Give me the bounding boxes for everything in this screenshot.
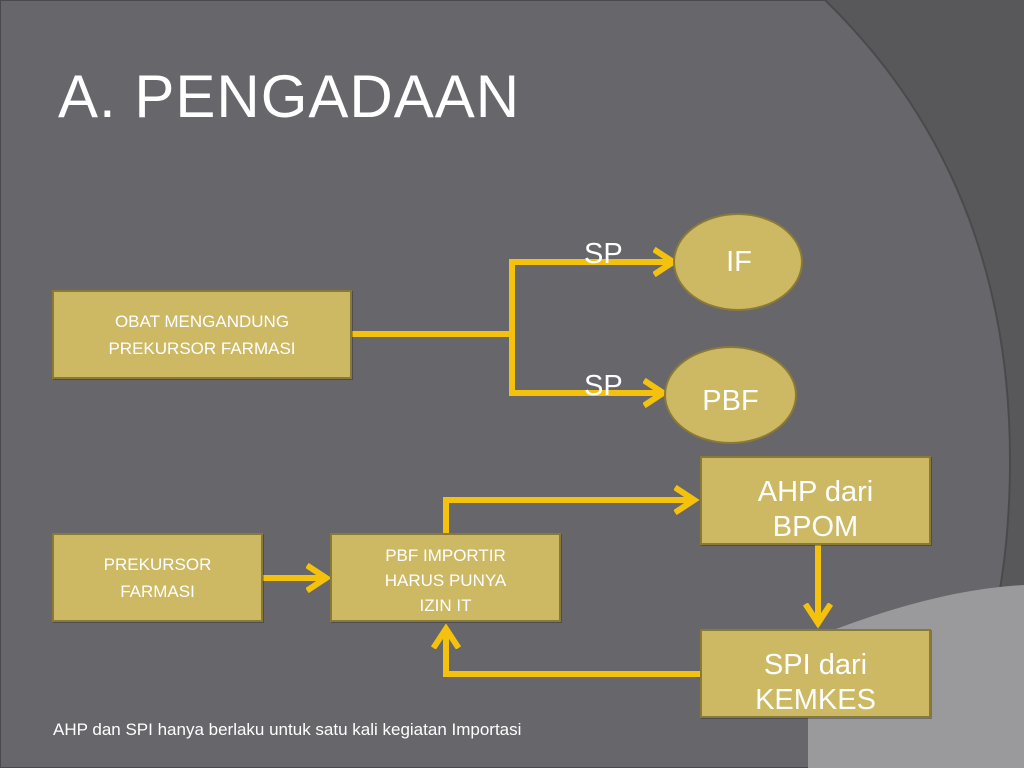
node-if: IF: [673, 213, 803, 311]
importir-to-ahp-arrow: [443, 500, 693, 533]
node-pbf-text: PBF: [702, 384, 759, 417]
box-obat-text: OBAT MENGANDUNG PREKURSOR FARMASI: [108, 311, 296, 358]
label-sp-bottom: SP: [584, 370, 623, 402]
page-title: A. PENGADAAN: [58, 63, 521, 130]
to-if-arrow: [509, 262, 672, 334]
box-pbf-importir-text: PBF IMPORTIR HARUS PUNYA IZIN IT: [384, 546, 507, 615]
box-ahp-bpom: AHP dari BPOM: [700, 456, 931, 545]
box-spi-text: SPI dari KEMKES: [755, 648, 876, 716]
node-if-text: IF: [726, 245, 752, 278]
spi-to-importir-arrow: [446, 630, 700, 677]
node-pbf: PBF: [664, 346, 797, 444]
label-sp-top: SP: [584, 238, 623, 270]
footnote: AHP dan SPI hanya berlaku untuk satu kal…: [53, 720, 522, 739]
box-ahp-text: AHP dari BPOM: [757, 475, 874, 543]
box-obat-prekursor: OBAT MENGANDUNG PREKURSOR FARMASI: [52, 290, 352, 379]
to-pbf-arrow: [509, 334, 662, 393]
box-spi-kemkes: SPI dari KEMKES: [700, 629, 931, 718]
box-prekursor-farmasi: PREKURSOR FARMASI: [52, 533, 263, 622]
box-prekursor-text: PREKURSOR FARMASI: [103, 554, 212, 601]
box-pbf-importir: PBF IMPORTIR HARUS PUNYA IZIN IT: [330, 533, 561, 622]
